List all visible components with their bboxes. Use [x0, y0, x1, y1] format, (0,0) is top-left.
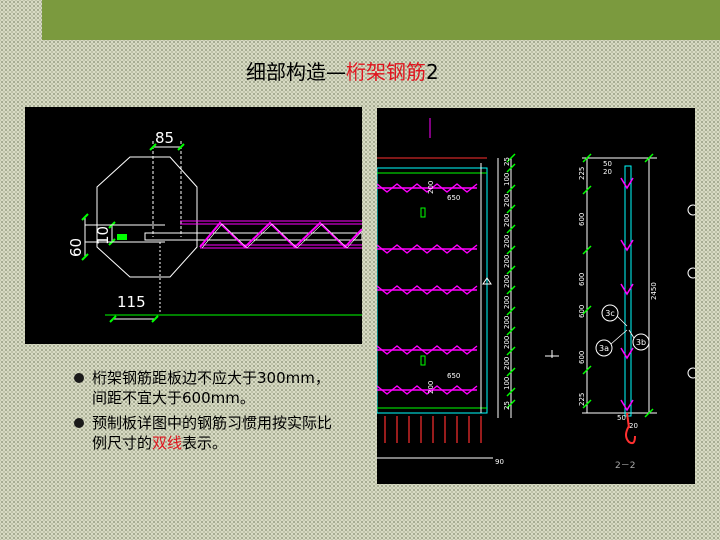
bullet-text-1: 桁架钢筋距板边不应大于300mm，间距不宜大于600mm。 [92, 369, 330, 407]
col-dim-12: 25 [503, 401, 511, 410]
col-dim-9: 200 [503, 336, 511, 349]
small-num-0: 50 [603, 160, 612, 168]
small-num-3: 20 [629, 422, 638, 430]
col-dim-6: 200 [503, 275, 511, 288]
detail-boundary [96, 156, 198, 278]
dim-650-top: 650 [447, 194, 460, 202]
col-dim-7: 200 [503, 296, 511, 309]
dim-90: 90 [495, 458, 504, 466]
col-dim-5: 200 [503, 255, 511, 268]
dim-2450: 2450 [650, 282, 658, 300]
bullet-text-2-before: 预制板详图中的钢筋习惯用按实际比例尺寸的 [92, 414, 333, 452]
title-highlight: 桁架钢筋 [346, 60, 426, 84]
col-dim-8: 200 [503, 316, 511, 329]
dim-115-label: 115 [117, 293, 146, 311]
section-dim-4: 600 [578, 351, 586, 364]
col-dim-1: 100 [503, 173, 511, 186]
marker-3c: 3c [605, 309, 615, 318]
small-num-1: 20 [603, 168, 612, 176]
col-dim-10: 200 [503, 357, 511, 370]
bullet-item-2: 预制板详图中的钢筋习惯用按实际比例尺寸的双线表示。 [72, 413, 332, 453]
section-dim-3: 600 [578, 305, 586, 318]
bullet-text-2: 预制板详图中的钢筋习惯用按实际比例尺寸的双线表示。 [92, 414, 332, 452]
bullet-dot-icon [74, 418, 84, 428]
bullet-list: 桁架钢筋距板边不应大于300mm，间距不宜大于600mm。 预制板详图中的钢筋习… [72, 368, 332, 458]
col-dim-4: 200 [503, 235, 511, 248]
bullet-item-1: 桁架钢筋距板边不应大于300mm，间距不宜大于600mm。 [72, 368, 332, 408]
dim-650-bottom: 650 [447, 372, 460, 380]
marker-3b: 3b [636, 338, 646, 347]
section-dim-1: 600 [578, 213, 586, 226]
section-label: 2－2 [615, 461, 635, 471]
title-prefix: 细部构造— [246, 60, 346, 84]
section-dim-2: 600 [578, 273, 586, 286]
truss-detail-drawing: 85 60 10 115 [25, 107, 363, 344]
dim-10-label: 10 [94, 226, 112, 245]
section-dim-5: 225 [578, 393, 586, 406]
small-num-2: 50 [617, 414, 626, 422]
dim-60-label: 60 [67, 238, 85, 257]
col-dim-11: 100 [503, 377, 511, 390]
marker-3a: 3a [599, 344, 609, 353]
col-dim-2: 200 [503, 194, 511, 207]
dim-85-label: 85 [155, 129, 174, 147]
col-dim-3: 200 [503, 214, 511, 227]
slab-plan-drawing: 25 100 200 200 200 200 200 200 200 200 2… [376, 108, 699, 484]
bullet-text-2-after: 表示。 [182, 434, 228, 452]
dim-200-a: 200 [427, 181, 435, 194]
bullet-dot-icon [74, 373, 84, 383]
dim-200-b: 200 [427, 381, 435, 394]
slide-title: 细部构造—桁架钢筋2 [246, 56, 439, 85]
section-dim-0: 225 [578, 167, 586, 180]
col-dim-0: 25 [503, 157, 511, 166]
bullet-text-2-highlight: 双线 [152, 434, 183, 452]
title-suffix: 2 [426, 60, 439, 84]
header-bar [42, 0, 720, 40]
